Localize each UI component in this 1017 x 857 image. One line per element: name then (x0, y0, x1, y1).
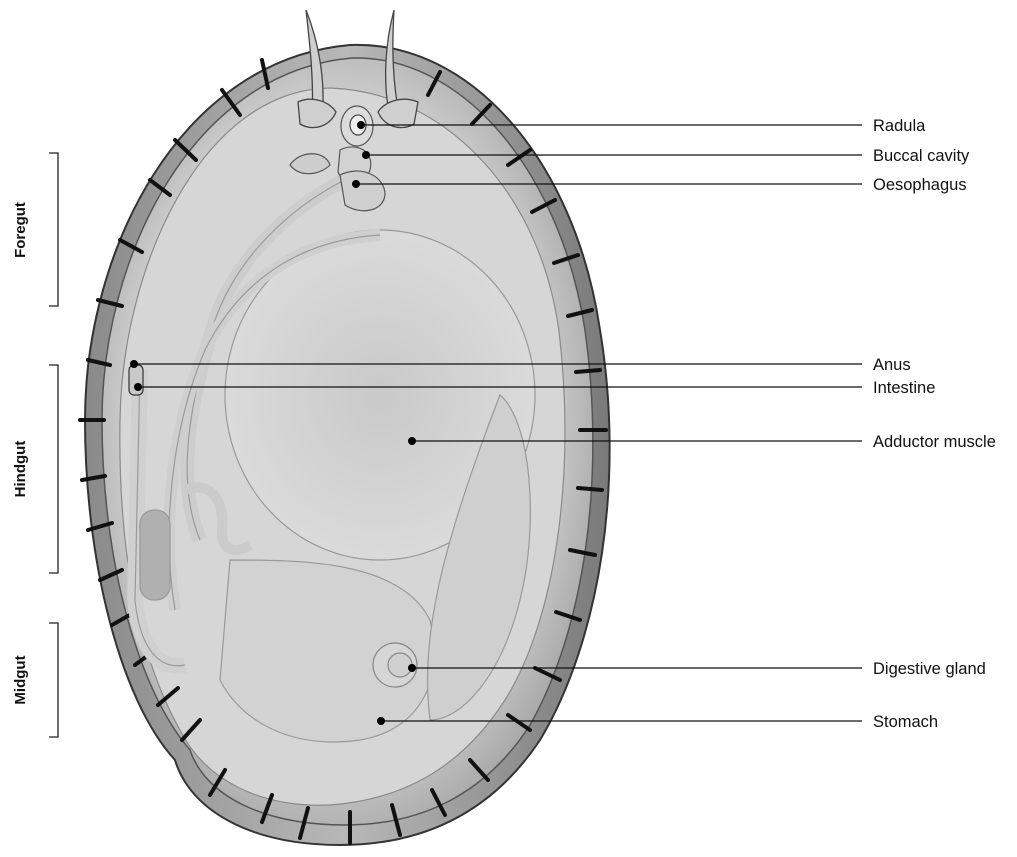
bracket-foregut (49, 153, 58, 306)
bracket-midgut (49, 623, 58, 737)
region-label-hindgut: Hindgut (12, 441, 29, 498)
label-stomach: Stomach (873, 713, 938, 731)
label-digestive-gland: Digestive gland (873, 660, 986, 678)
label-radula: Radula (873, 117, 926, 135)
label-buccal-cavity: Buccal cavity (873, 147, 970, 165)
bracket-hindgut (49, 365, 58, 573)
label-adductor-muscle: Adductor muscle (873, 433, 996, 451)
region-label-midgut: Midgut (12, 655, 29, 704)
label-anus: Anus (873, 356, 911, 374)
label-intestine: Intestine (873, 379, 935, 397)
region-label-foregut: Foregut (12, 202, 29, 258)
region-brackets: Foregut Hindgut Midgut (12, 153, 58, 737)
label-oesophagus: Oesophagus (873, 176, 967, 194)
structure-labels: Radula Buccal cavity Oesophagus Anus Int… (873, 117, 996, 731)
